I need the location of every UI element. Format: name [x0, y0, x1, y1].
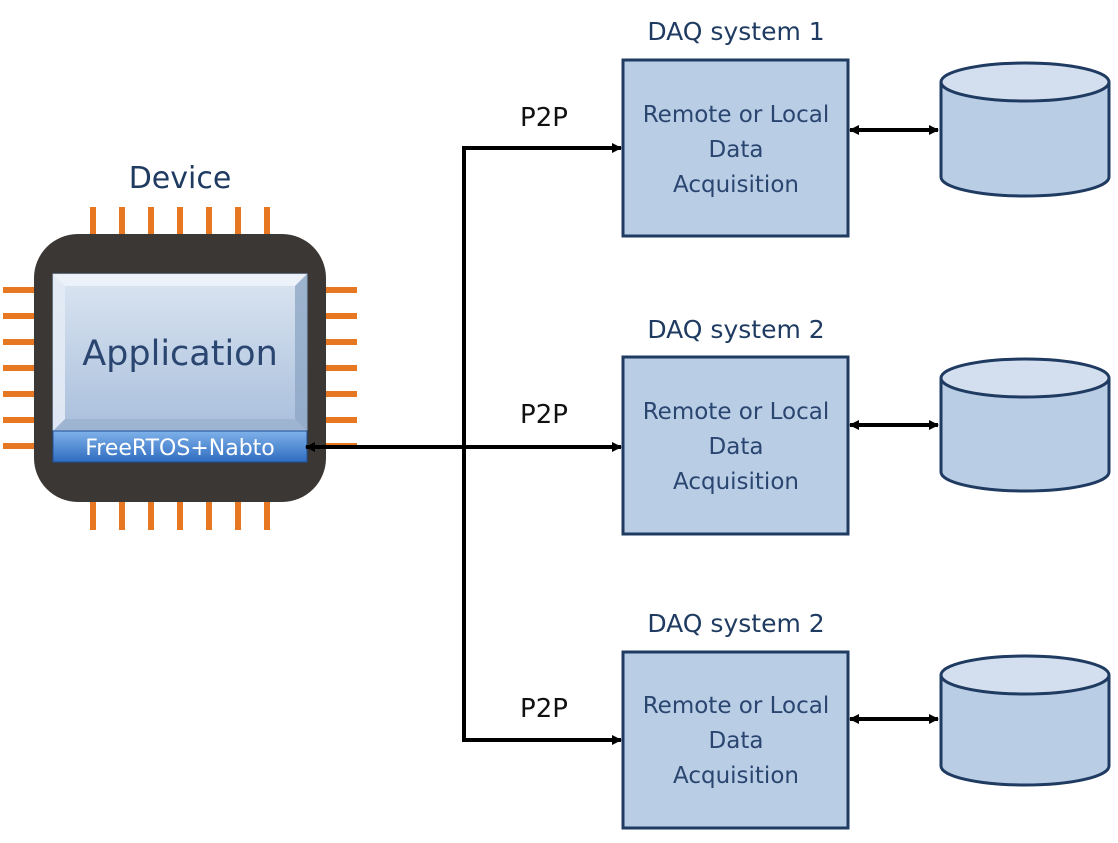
database-icon: [939, 357, 1111, 493]
connections: [305, 143, 622, 745]
daq-title-2: DAQ system 2: [647, 315, 824, 344]
daq-box-3: [621, 650, 850, 830]
daq-line-3b: Data: [709, 728, 764, 754]
daq-line-3c: Acquisition: [673, 763, 799, 789]
daq-title-3: DAQ system 2: [647, 609, 824, 638]
p2p-label-1: P2P: [520, 103, 568, 133]
p2p-label-2: P2P: [520, 400, 568, 430]
os-label: FreeRTOS+Nabto: [85, 436, 275, 461]
daq-line-2c: Acquisition: [673, 469, 799, 495]
daq-line-3a: Remote or Local: [643, 693, 830, 719]
chip-pins: [3, 207, 357, 530]
device-title: Device: [129, 161, 232, 196]
p2p-label-3: P2P: [520, 694, 568, 724]
daq-line-1a: Remote or Local: [643, 102, 830, 128]
daq-line-2b: Data: [709, 434, 764, 460]
device: Device: [3, 161, 357, 530]
application-label: Application: [82, 334, 278, 374]
daq-title-1: DAQ system 1: [647, 17, 824, 46]
os-layer: FreeRTOS+Nabto: [52, 430, 308, 463]
database-icon: [939, 61, 1111, 198]
daq-line-2a: Remote or Local: [643, 399, 830, 425]
daq-system-1: DAQ system 1 Remote or Local Data Acquis…: [621, 17, 1111, 238]
daq-line-1b: Data: [709, 137, 764, 163]
daq-box-2: [621, 355, 850, 536]
daq-line-1c: Acquisition: [673, 172, 799, 198]
daq-system-2: DAQ system 2 Remote or Local Data Acquis…: [621, 315, 1111, 536]
application-block: Application: [52, 273, 308, 432]
daq-system-3: DAQ system 2 Remote or Local Data Acquis…: [621, 609, 1111, 830]
database-icon: [939, 654, 1111, 787]
daq-box-1: [621, 58, 850, 238]
